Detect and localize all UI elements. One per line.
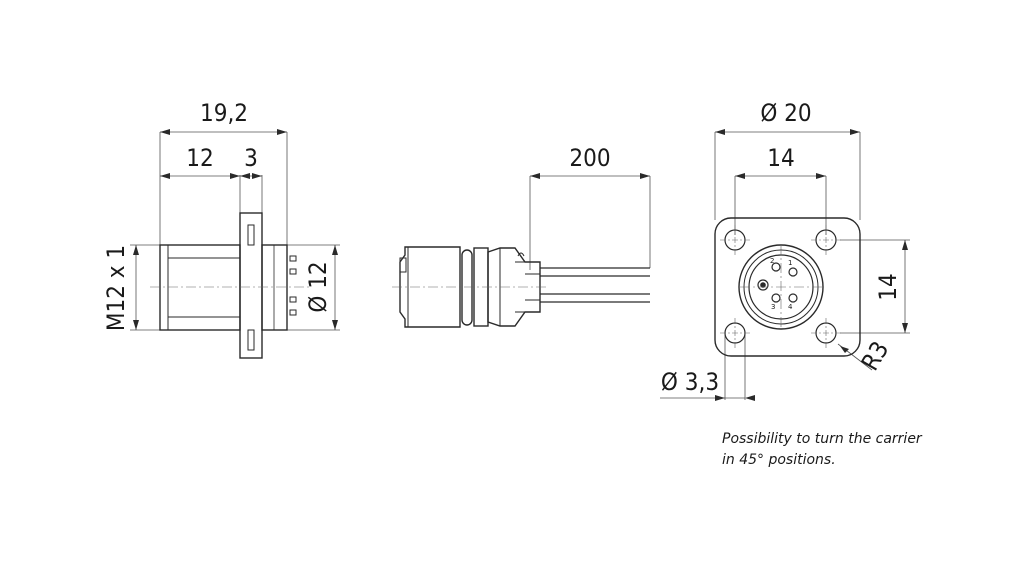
dim-overall-length: 19,2 bbox=[200, 99, 248, 127]
square-flange bbox=[714, 217, 861, 357]
side-view-arrows bbox=[133, 129, 338, 330]
o-ring bbox=[461, 249, 473, 326]
connector-housing bbox=[399, 246, 461, 328]
dim-diameter: Ø 12 bbox=[304, 261, 332, 312]
pin-numbers: 1 2 3 4 bbox=[770, 257, 793, 311]
dim-flange-thickness: 3 bbox=[244, 144, 258, 172]
dim-hole-spacing-horizontal: 14 bbox=[767, 144, 794, 172]
pin-label-1: 1 bbox=[788, 259, 792, 267]
note-line-1: Possibility to turn the carrier bbox=[722, 431, 923, 447]
pin-label-3: 3 bbox=[771, 303, 775, 311]
cable-view bbox=[392, 175, 651, 328]
side-view bbox=[130, 131, 340, 359]
dim-cable-length: 200 bbox=[569, 144, 610, 172]
contact-pins bbox=[757, 262, 798, 303]
side-view-extension-lines bbox=[130, 131, 340, 331]
front-view-arrows bbox=[715, 129, 908, 401]
flange bbox=[239, 212, 263, 359]
dim-hole-diameter: Ø 3,3 bbox=[661, 368, 719, 396]
pin-label-2: 2 bbox=[770, 257, 774, 265]
cable-view-arrows bbox=[530, 173, 650, 179]
pin-label-4: 4 bbox=[788, 303, 793, 311]
dim-thread: M12 x 1 bbox=[102, 245, 130, 331]
rear-body bbox=[261, 244, 288, 331]
note-line-2: in 45° positions. bbox=[722, 452, 836, 468]
mounting-holes bbox=[720, 225, 841, 348]
dim-hole-spacing-vertical: 14 bbox=[874, 273, 902, 300]
dim-body-length: 12 bbox=[186, 144, 213, 172]
dim-corner-radius: R3 bbox=[856, 337, 895, 376]
dim-outer-diameter: Ø 20 bbox=[760, 99, 811, 127]
